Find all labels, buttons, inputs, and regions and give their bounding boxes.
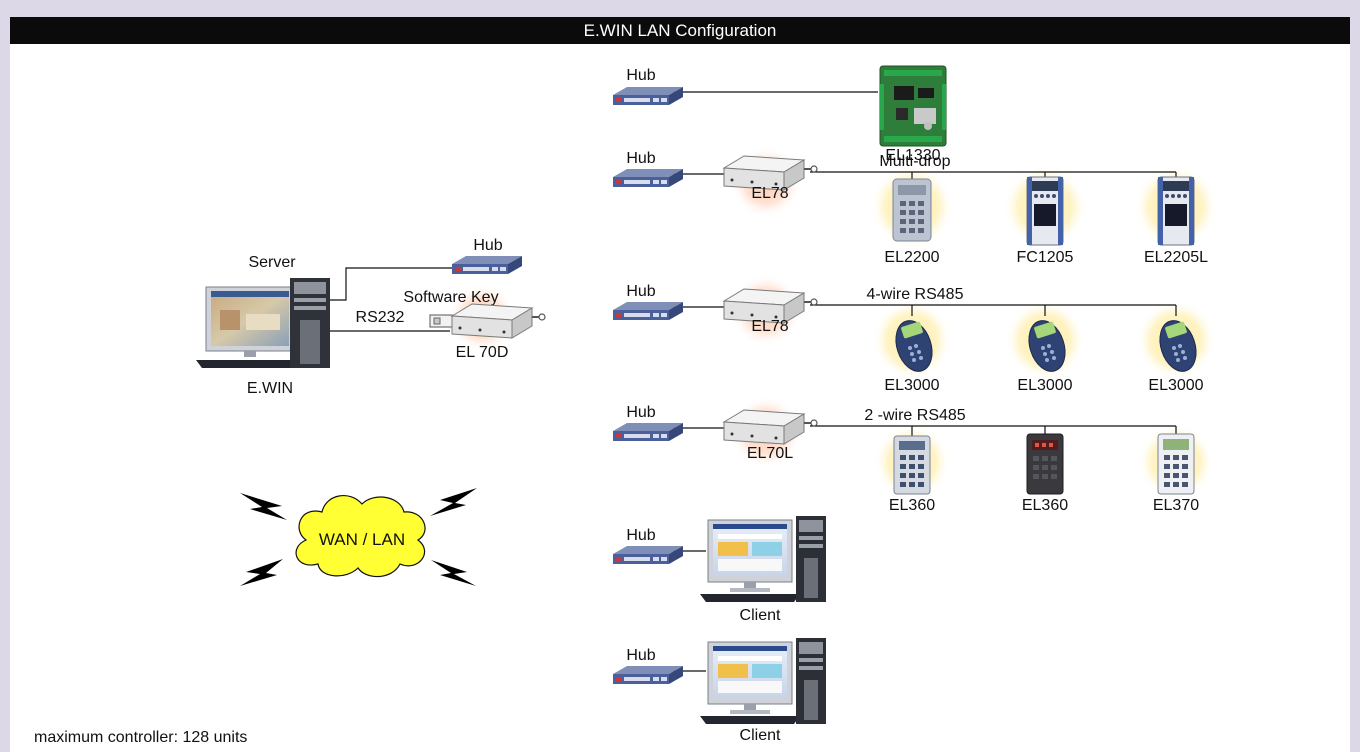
lightning-bolt-icon — [240, 559, 283, 586]
reader-label: EL3000 — [884, 377, 939, 394]
reader-label: EL2200 — [884, 249, 939, 266]
client-label: Client — [740, 727, 781, 744]
hub-icon — [613, 546, 683, 564]
bus-label: Multi-drop — [879, 153, 950, 170]
reader-label: EL2205L — [1144, 249, 1208, 266]
reader-label: EL360 — [889, 497, 935, 514]
reader-label: EL360 — [1022, 497, 1068, 514]
cloud-shape — [295, 495, 426, 578]
converter-label: EL70L — [747, 445, 793, 462]
row-4: Hub EL70L 2 -wire RS485 EL360 EL360 EL37… — [613, 396, 1214, 514]
converter-label: EL78 — [751, 318, 788, 335]
hub-label: Hub — [626, 150, 655, 167]
keypad-reader-icon — [1157, 433, 1195, 495]
client-computer-icon — [699, 515, 827, 603]
row-2: Hub EL78 Multi-drop EL2200 FC1205 EL2205… — [613, 146, 1218, 266]
hub-icon — [613, 423, 683, 441]
software-key-icon — [429, 314, 453, 328]
ewin-label: E.WIN — [247, 380, 293, 397]
wan-lan-cloud: WAN / LAN — [240, 488, 477, 586]
reader-label: EL3000 — [1148, 377, 1203, 394]
rs232-label: RS232 — [356, 309, 405, 326]
hub-label: Hub — [626, 283, 655, 300]
page-title: E.WIN LAN Configuration — [10, 17, 1350, 44]
reader-label: EL3000 — [1017, 377, 1072, 394]
keypad-reader-icon — [893, 435, 931, 495]
el70d-device-icon — [451, 303, 546, 339]
lightning-bolt-icon — [240, 493, 287, 520]
server-group: Server Hub RS232 Software Key EL 70D — [196, 237, 546, 397]
fingerprint-reader-icon — [1026, 176, 1064, 246]
bus-label: 2 -wire RS485 — [864, 407, 965, 424]
client-label: Client — [740, 607, 781, 624]
reader-label: EL370 — [1153, 497, 1199, 514]
device-label: EL1330 — [885, 147, 940, 164]
row-3: Hub EL78 4-wire RS485 EL3000 EL3000 EL30… — [613, 274, 1216, 394]
hub-icon — [613, 666, 683, 684]
el70d-label: EL 70D — [456, 344, 509, 361]
row-6: Hub Client — [613, 637, 827, 744]
hub-icon — [452, 256, 522, 274]
converter-icon — [723, 409, 818, 445]
server-hub-label: Hub — [473, 237, 502, 254]
server-computer-icon — [196, 278, 330, 368]
bus-label: 4-wire RS485 — [867, 286, 964, 303]
hub-icon — [613, 302, 683, 320]
keypad-reader-icon — [892, 178, 932, 242]
server-hub-line — [324, 267, 452, 301]
hub-label: Hub — [626, 527, 655, 544]
hub-icon — [613, 169, 683, 187]
lightning-bolt-icon — [431, 560, 476, 586]
hub-label: Hub — [626, 404, 655, 421]
controller-board-icon — [879, 65, 947, 147]
row-5: Hub Client — [613, 515, 827, 624]
capacity-note: maximum controller: 128 units — [34, 729, 248, 746]
software-key-label: Software Key — [403, 289, 498, 306]
keypad-reader-icon — [1026, 433, 1064, 495]
row-1: Hub EL1330 — [613, 65, 947, 164]
fingerprint-reader-icon — [1157, 176, 1195, 246]
server-label: Server — [248, 254, 296, 271]
reader-label: FC1205 — [1017, 249, 1074, 266]
diagram-panel — [10, 17, 1350, 752]
client-computer-icon — [699, 637, 827, 725]
cloud-label: WAN / LAN — [319, 530, 405, 549]
hub-icon — [613, 87, 683, 105]
hub-label: Hub — [626, 647, 655, 664]
converter-label: EL78 — [751, 185, 788, 202]
hub-label: Hub — [626, 67, 655, 84]
lightning-bolt-icon — [430, 488, 477, 516]
